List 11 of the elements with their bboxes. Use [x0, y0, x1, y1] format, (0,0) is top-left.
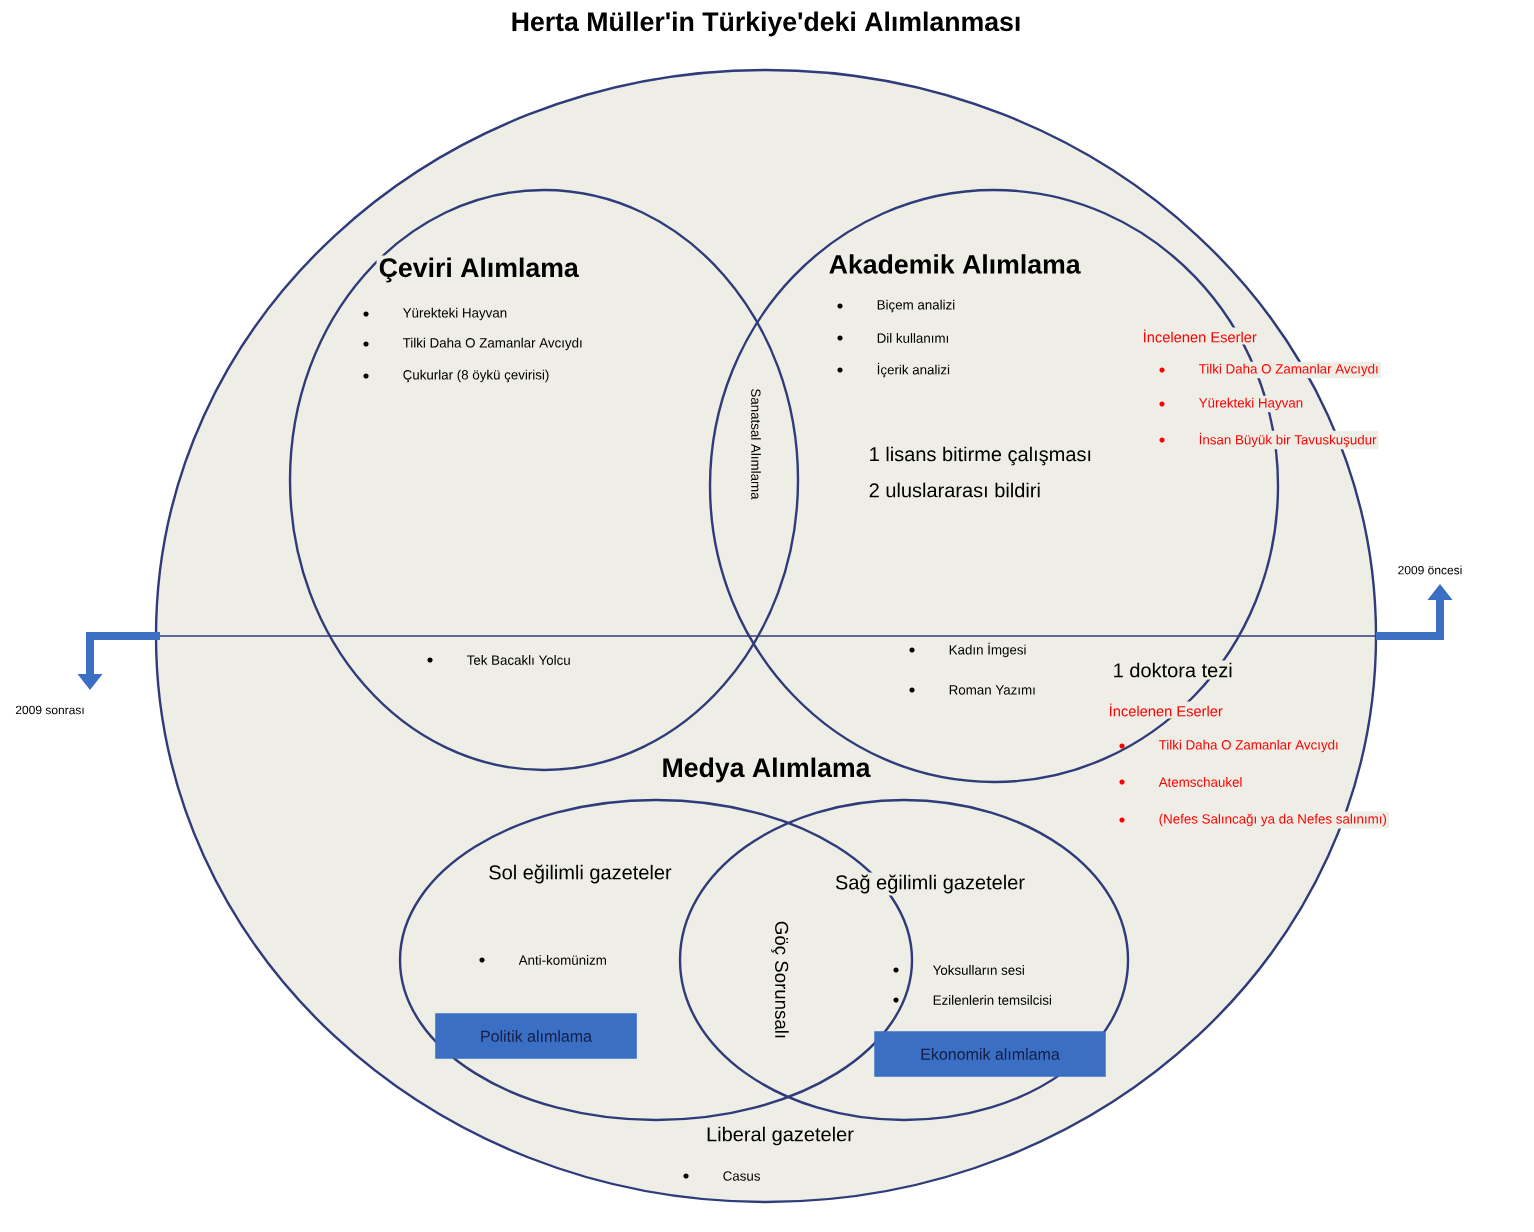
heading: Akademik Alımlama [826, 252, 1083, 276]
heading: Çeviri Alımlama [376, 255, 581, 285]
heading: Medya Alımlama [659, 755, 873, 785]
note-text: 1 lisans bitirme çalışması [866, 444, 1095, 468]
subheading: Sol eğilimli gazeteler [486, 862, 674, 886]
overlap-label: Göç Sorunsalı [769, 918, 791, 1042]
title: Herta Müller'in Türkiye'deki Alımlanması [512, 11, 1020, 37]
subheading: Sağ eğilimli gazeteler [832, 872, 1028, 896]
category-box: Ekonomik alımlama [874, 1031, 1106, 1077]
category-box: Politik alımlama [435, 1013, 637, 1059]
subheading: Liberal gazeteler [703, 1124, 857, 1148]
